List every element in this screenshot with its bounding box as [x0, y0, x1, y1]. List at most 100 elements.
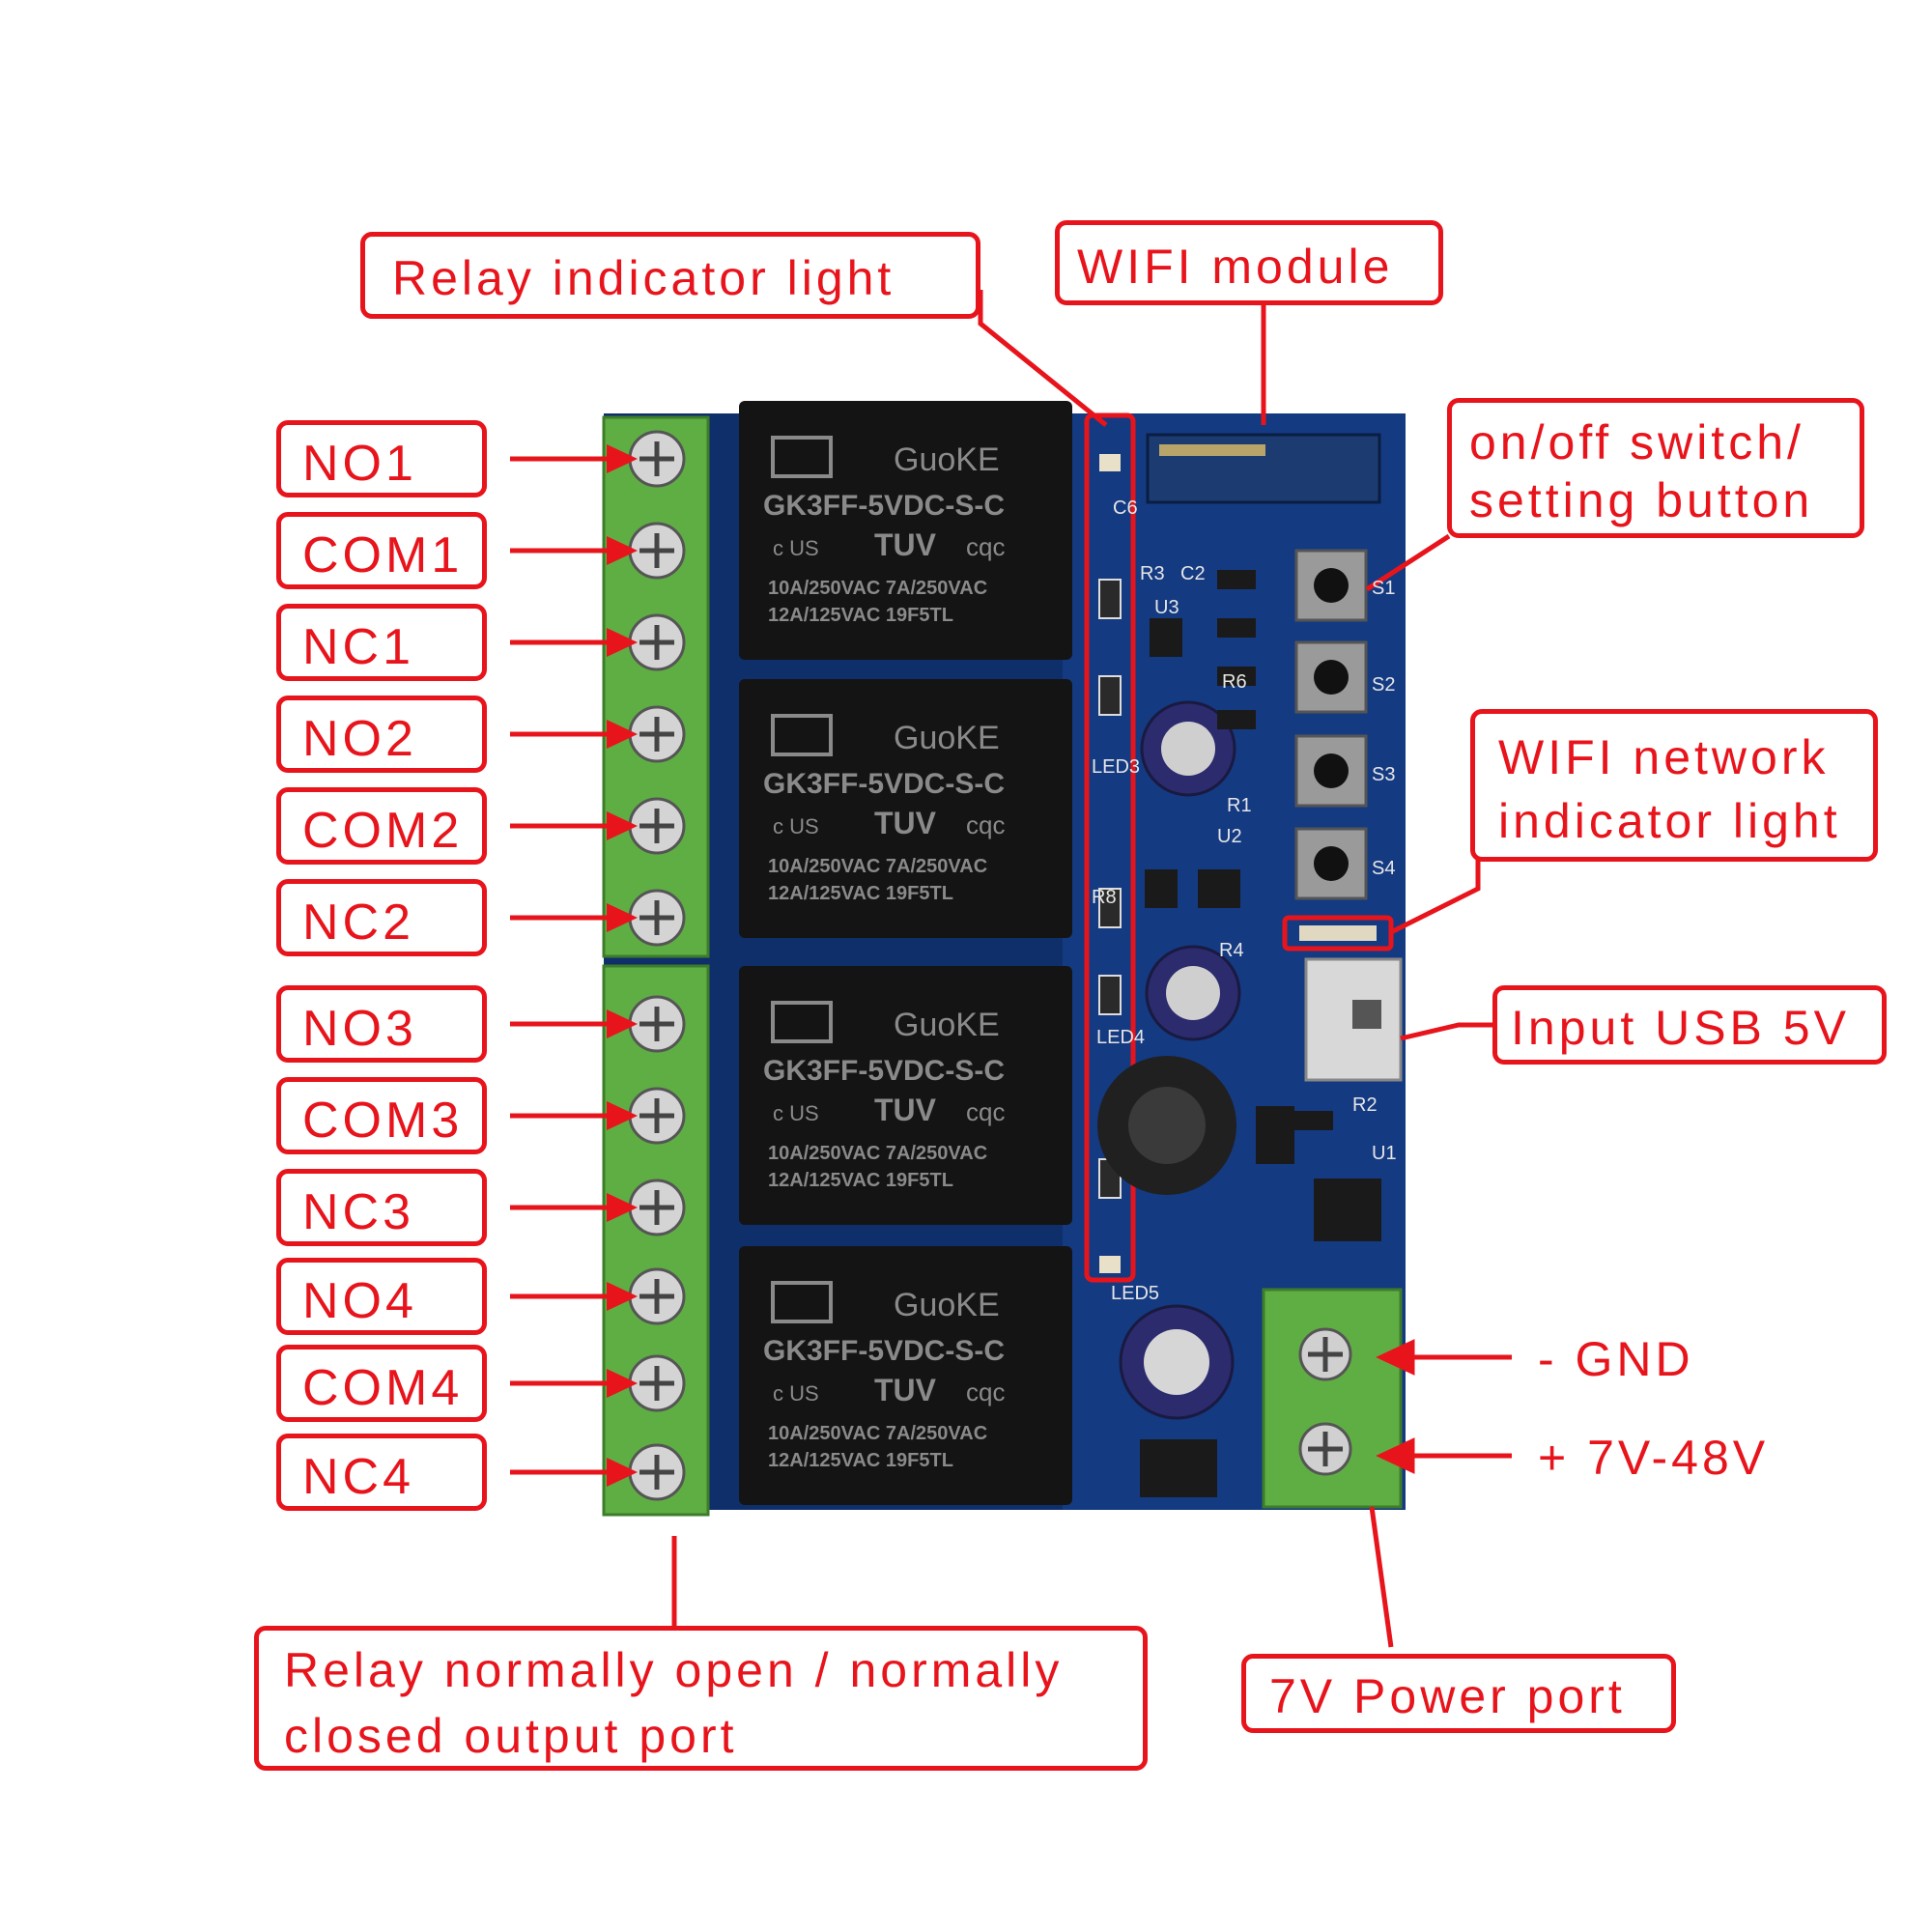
pcb-label: LED5 [1111, 1283, 1159, 1304]
relay-brand: GuoKE [894, 441, 1000, 478]
callout-output-port: Relay normally open / normally closed ou… [254, 1626, 1148, 1771]
pin-arrow-head [607, 903, 638, 932]
pin-box-no1: NO1 [276, 420, 487, 497]
relay-body [739, 1246, 1072, 1505]
push-buttons [1294, 549, 1368, 900]
relay-cert-cqc: cqc [966, 532, 1005, 561]
relay-rating-1: 10A/250VAC 7A/250VAC [768, 1423, 987, 1444]
relay-body [739, 401, 1072, 660]
relay-cert-cqc: cqc [966, 1378, 1005, 1406]
pcb-label: U2 [1217, 826, 1242, 847]
relay-model: GK3FF-5VDC-S-C [763, 490, 1005, 522]
pin-arrow-head [607, 536, 638, 565]
pin-arrow-head [607, 1193, 638, 1222]
pcb-label: S1 [1372, 578, 1395, 599]
usb-port-slot [1352, 1000, 1381, 1029]
network-led-highlight [1282, 915, 1394, 952]
pin-arrow-head [607, 628, 638, 657]
pcb-label: C6 [1113, 497, 1138, 519]
pin-label: COM1 [302, 527, 464, 583]
pin-box-com4: COM4 [276, 1345, 487, 1422]
pin-box-no2: NO2 [276, 696, 487, 773]
pin-label: NO4 [302, 1273, 417, 1329]
callout-output-line1: Relay normally open / normally [284, 1643, 1064, 1697]
relay-cert-tuv: TUV [874, 806, 937, 840]
relay-cert-cqc: cqc [966, 1097, 1005, 1126]
relay-cert-ul: c US [773, 1101, 819, 1125]
terminal-screws [628, 430, 686, 1501]
pcb-label: R8 [1092, 887, 1117, 908]
pcb-label: R1 [1227, 795, 1252, 816]
pin-label: NC4 [302, 1449, 415, 1505]
callout-usb-text: Input USB 5V [1511, 1001, 1850, 1055]
relay-rating-2: 12A/125VAC 19F5TL [768, 605, 953, 626]
callout-network-line1: WIFI network [1498, 730, 1830, 784]
pcb-label: R4 [1219, 940, 1244, 961]
relay-led-column [1084, 412, 1136, 1283]
pin-label: NO1 [302, 436, 417, 492]
pcb-label: U3 [1154, 597, 1179, 618]
callout-switch-line1: on/off switch/ [1469, 415, 1804, 469]
relay-cert-tuv: TUV [874, 1093, 937, 1127]
pin-arrow-head [607, 1458, 638, 1487]
vin-label: + 7V-48V [1538, 1431, 1770, 1485]
smd-components [1140, 570, 1381, 1497]
pcb-label: R6 [1222, 671, 1247, 693]
relay-brand: GuoKE [894, 1287, 1000, 1323]
pin-arrow-head [607, 1282, 638, 1311]
pcb-label: U1 [1372, 1143, 1397, 1164]
pin-arrow-head [607, 811, 638, 840]
network-led [1299, 925, 1377, 941]
callout-output-line2: closed output port [284, 1709, 738, 1763]
pin-box-no4: NO4 [276, 1258, 487, 1335]
relay-rating-1: 10A/250VAC 7A/250VAC [768, 1143, 987, 1164]
pin-box-nc3: NC3 [276, 1169, 487, 1246]
pin-arrow-head [607, 720, 638, 749]
relay-cert-cqc: cqc [966, 810, 1005, 839]
capacitors [1097, 700, 1241, 1420]
relay-cert-tuv: TUV [874, 527, 937, 562]
guoke-logo-icon [771, 1281, 833, 1323]
relay-4: GuoKE GK3FF-5VDC-S-C c US TUV cqc 10A/250VAC … [739, 1246, 1072, 1505]
pcb-label: R2 [1352, 1094, 1378, 1116]
pin-label: NC3 [302, 1184, 415, 1240]
pcb-label: LED3 [1092, 756, 1140, 778]
relay-brand: GuoKE [894, 720, 1000, 756]
pin-arrows [510, 444, 638, 1487]
callout-network-indicator: WIFI network indicator light [1470, 709, 1878, 862]
relay-cert-ul: c US [773, 1381, 819, 1406]
callout-relay-indicator-text: Relay indicator light [392, 251, 895, 305]
callout-relay-indicator: Relay indicator light [360, 232, 980, 319]
wifi-module-antenna [1159, 444, 1265, 456]
relay-rating-2: 12A/125VAC 19F5TL [768, 883, 953, 904]
gnd-label: - GND [1538, 1332, 1694, 1386]
relay-rating-1: 10A/250VAC 7A/250VAC [768, 578, 987, 599]
relay-cert-tuv: TUV [874, 1373, 937, 1407]
pin-label: COM2 [302, 803, 464, 859]
relay-model: GK3FF-5VDC-S-C [763, 1055, 1005, 1087]
terminal-block-bottom [602, 964, 710, 1517]
relay-cert-ul: c US [773, 814, 819, 838]
terminal-block-top [602, 415, 710, 958]
callout-wifi-module: WIFI module [1055, 220, 1443, 305]
relay-body [739, 966, 1072, 1225]
callout-power-port: 7V Power port [1241, 1654, 1676, 1733]
callout-network-line2: indicator light [1498, 794, 1841, 848]
pcb-label: S2 [1372, 674, 1395, 696]
pin-box-nc2: NC2 [276, 879, 487, 956]
relay-model: GK3FF-5VDC-S-C [763, 1335, 1005, 1367]
pin-box-com2: COM2 [276, 787, 487, 865]
pin-arrow-head [607, 1101, 638, 1130]
callout-wifi-module-text: WIFI module [1077, 240, 1394, 294]
pin-box-nc4: NC4 [276, 1434, 487, 1511]
callout-power-port-text: 7V Power port [1269, 1669, 1626, 1723]
pin-label: NO3 [302, 1001, 417, 1057]
pcb-label: S4 [1372, 858, 1395, 879]
guoke-logo-icon [771, 714, 833, 756]
